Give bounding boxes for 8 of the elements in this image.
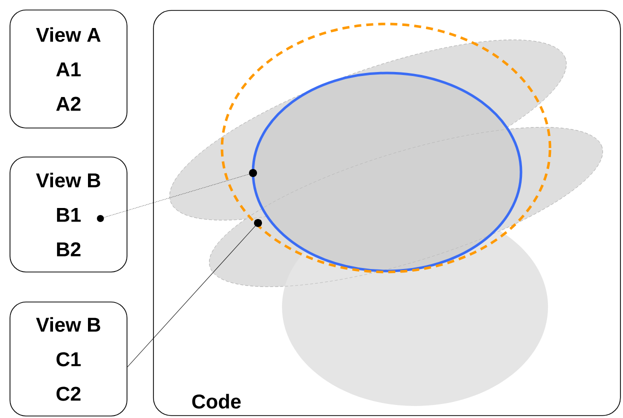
point-marker <box>254 219 262 227</box>
leader-line <box>127 226 256 368</box>
view-box: View B C1 C2 <box>10 302 128 416</box>
code-panel: Code <box>153 10 621 416</box>
point-marker <box>249 169 257 177</box>
leader-line <box>96 174 250 222</box>
view-box: View A A1 A2 <box>10 10 128 128</box>
view-box: View B B1 B2 <box>10 156 128 272</box>
